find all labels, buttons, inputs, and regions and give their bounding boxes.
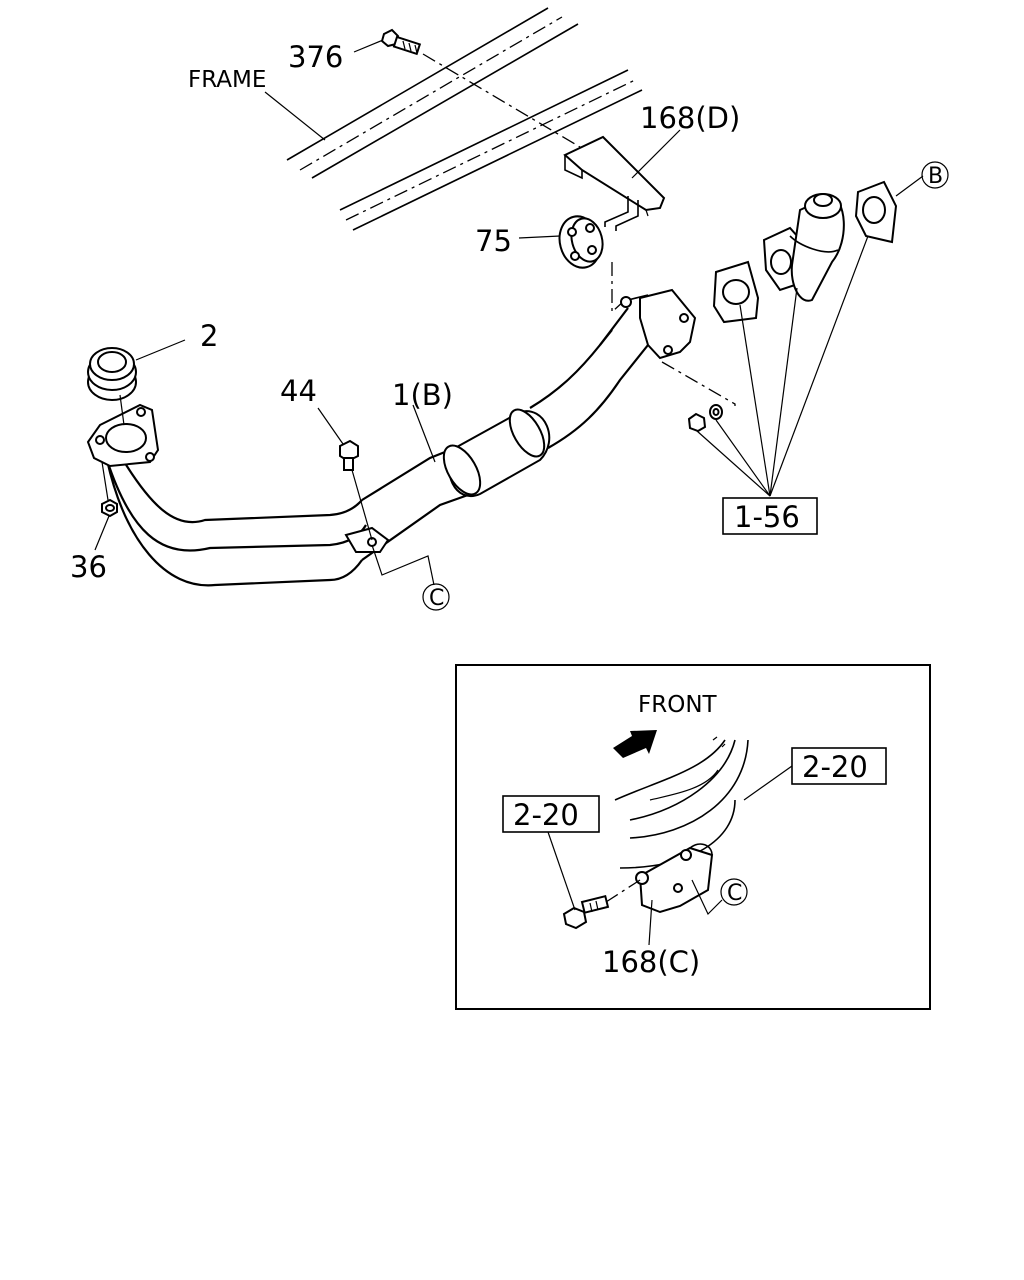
bolt-376 bbox=[380, 28, 422, 56]
inset-2-20-right: 2-20 bbox=[802, 750, 868, 784]
bolt-376-axis bbox=[422, 53, 586, 151]
ref-b-leader bbox=[895, 175, 924, 197]
gasket-2-leader bbox=[135, 339, 186, 361]
inset-2-20-left: 2-20 bbox=[513, 798, 579, 832]
bolt-44-leader bbox=[317, 407, 344, 445]
inset-ref-c: C bbox=[727, 881, 742, 906]
frame-rails bbox=[286, 7, 643, 231]
label-44: 44 bbox=[280, 374, 317, 408]
pipe-1b-leader bbox=[412, 404, 436, 463]
inset-bolt-axis bbox=[605, 879, 641, 903]
inset-2-20-left-leader bbox=[547, 831, 576, 911]
label-2: 2 bbox=[200, 319, 218, 353]
inset-frame bbox=[455, 664, 931, 1010]
flange-bolt-axis bbox=[661, 361, 736, 406]
inset-2-20-right-leader bbox=[743, 765, 793, 801]
nut-36 bbox=[101, 498, 118, 518]
ref-c-main: C bbox=[429, 586, 444, 611]
bracket-168c bbox=[635, 843, 714, 914]
bolt-44-axis bbox=[351, 469, 373, 541]
label-376: 376 bbox=[288, 40, 343, 74]
rubber-hanger-75 bbox=[558, 215, 604, 269]
inset-pipe-arcs bbox=[614, 736, 749, 869]
flange-gasket-1 bbox=[712, 260, 760, 324]
hanger-75-leader bbox=[518, 235, 561, 239]
nut-and-washer bbox=[687, 404, 723, 433]
ref-1-56: 1-56 bbox=[734, 500, 800, 534]
gasket-2-axis bbox=[119, 394, 125, 426]
bracket-168d bbox=[563, 135, 666, 231]
rear-muffler-end bbox=[789, 193, 845, 302]
inset-ref-c-leader bbox=[691, 879, 723, 916]
bracket-168d-leader bbox=[631, 129, 681, 179]
label-75: 75 bbox=[475, 224, 512, 258]
leaders-1-56 bbox=[696, 235, 869, 497]
ref-b: B bbox=[928, 164, 943, 189]
nut-36-leader bbox=[94, 515, 110, 551]
label-1b: 1(B) bbox=[392, 378, 453, 412]
ref-1-56-box bbox=[722, 497, 818, 535]
ref-b-circle bbox=[921, 161, 949, 189]
label-168d: 168(D) bbox=[640, 101, 740, 135]
inset-2-20-left-box bbox=[502, 795, 600, 833]
inset-168c-leader bbox=[648, 899, 653, 946]
ref-c-main-leader bbox=[371, 544, 435, 586]
front-exhaust-pipe bbox=[105, 288, 697, 587]
inset-ref-c-circle bbox=[720, 878, 748, 906]
frame-label: FRAME bbox=[188, 67, 266, 93]
inset-bolt bbox=[562, 894, 610, 930]
frame-leader bbox=[264, 91, 326, 141]
gasket-2 bbox=[87, 347, 137, 401]
bolt-376-leader bbox=[353, 39, 384, 53]
front-arrow-icon bbox=[613, 730, 657, 758]
nut-36-axis bbox=[101, 461, 109, 501]
inset-168c-label: 168(C) bbox=[602, 945, 700, 979]
flange-gasket-3 bbox=[854, 180, 898, 244]
label-36: 36 bbox=[70, 550, 107, 584]
bolt-44 bbox=[339, 439, 359, 471]
ref-c-main-circle bbox=[422, 583, 450, 611]
front-flange bbox=[86, 403, 160, 468]
inset-front-label: FRONT bbox=[638, 692, 718, 718]
